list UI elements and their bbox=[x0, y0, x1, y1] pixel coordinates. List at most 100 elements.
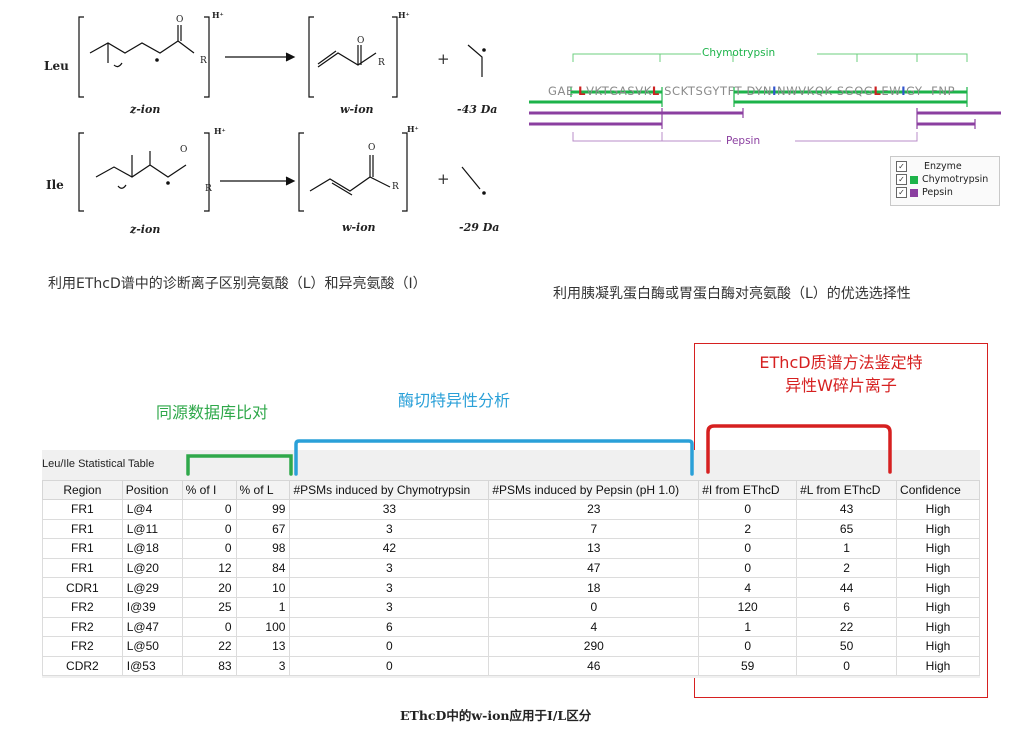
table-cell: 83 bbox=[181, 655, 237, 677]
seq-segment: EW bbox=[881, 84, 902, 98]
table-cell: 47 bbox=[488, 557, 700, 579]
pepsin-swatch bbox=[910, 188, 918, 197]
legend-item-pepsin[interactable]: ✓ Pepsin bbox=[891, 186, 999, 199]
sequence-text: GAE LVKTGASVKL SCKTSGYTFT DYNINWVKQK SGQ… bbox=[531, 70, 955, 112]
table-cell: 120 bbox=[698, 596, 798, 618]
table-cell: 22 bbox=[796, 616, 898, 638]
chymotrypsin-swatch bbox=[910, 175, 918, 184]
seq-leucine: L bbox=[651, 84, 660, 98]
bottom-caption: EThcD中的w-ion应用于I/L区分 bbox=[400, 708, 592, 723]
ile-w-oxygen: O bbox=[368, 143, 376, 153]
table-cell: 1 bbox=[235, 596, 291, 618]
table-cell: 6 bbox=[796, 596, 898, 618]
table-cell: 22 bbox=[181, 636, 237, 657]
table-cell: 6 bbox=[289, 616, 490, 638]
checkbox-icon[interactable]: ✓ bbox=[896, 187, 907, 198]
seq-segment: SCKTSGYTFT DYN bbox=[659, 84, 773, 98]
table-cell: 99 bbox=[235, 499, 291, 520]
table-cell: 3 bbox=[289, 557, 490, 579]
chymotrypsin-bracket bbox=[572, 53, 968, 62]
column-header[interactable]: #L from EThcD bbox=[796, 480, 898, 500]
column-header[interactable]: % of I bbox=[181, 480, 237, 500]
table-cell: 0 bbox=[181, 616, 237, 638]
leu-z-charge: H⁺ bbox=[212, 10, 224, 20]
column-header[interactable]: Position bbox=[121, 480, 183, 500]
table-cell: 0 bbox=[289, 636, 490, 657]
column-header[interactable]: Confidence bbox=[896, 480, 980, 500]
leu-label: Leu bbox=[44, 59, 69, 73]
column-header[interactable]: Region bbox=[42, 480, 123, 500]
leu-w-oxygen: O bbox=[357, 36, 365, 46]
legend-item-chymotrypsin[interactable]: ✓ Chymotrypsin bbox=[891, 173, 999, 186]
column-header[interactable]: % of L bbox=[235, 480, 291, 500]
table-title: Leu/Ile Statistical Table bbox=[42, 458, 155, 470]
table-cell: 0 bbox=[698, 636, 798, 657]
seq-segment: GAE bbox=[548, 84, 579, 98]
table-cell: FR2 bbox=[42, 636, 123, 657]
legend-label: Chymotrypsin bbox=[922, 174, 989, 185]
seq-isoleucine: I bbox=[772, 84, 778, 98]
homolog-annotation: 同源数据库比对 bbox=[156, 403, 269, 422]
table-cell: High bbox=[896, 499, 980, 520]
table-cell: High bbox=[896, 577, 980, 598]
table-cell: CDR1 bbox=[42, 577, 123, 598]
legend-item-enzyme[interactable]: ✓ Enzyme bbox=[891, 160, 999, 173]
table-cell: 0 bbox=[796, 655, 898, 677]
leu-w-skeleton bbox=[317, 45, 377, 68]
checkbox-icon[interactable]: ✓ bbox=[896, 174, 907, 185]
leu-ile-table-panel: Leu/Ile Statistical Table Region Positio… bbox=[42, 450, 980, 678]
table-cell: I@53 bbox=[121, 655, 183, 677]
table-header-row: Region Position % of I % of L #PSMs indu… bbox=[42, 480, 980, 500]
table-cell: FR2 bbox=[42, 596, 123, 618]
ile-radical bbox=[461, 166, 481, 190]
table-cell: FR1 bbox=[42, 557, 123, 579]
ile-plus: + bbox=[437, 170, 450, 188]
leu-mass-loss: -43 Da bbox=[457, 103, 498, 116]
column-header[interactable]: #PSMs induced by Chymotrypsin bbox=[289, 480, 490, 500]
ethcd-annotation-line2: 异性W碎片离子 bbox=[785, 376, 897, 395]
table-cell: 0 bbox=[488, 596, 700, 618]
table-cell: 98 bbox=[235, 538, 291, 559]
table-cell: 3 bbox=[289, 596, 490, 618]
seq-segment: VKTGASVK bbox=[586, 84, 652, 98]
fragmentation-scheme bbox=[78, 16, 486, 212]
chemistry-caption: 利用EThcD谱中的诊断离子区别亮氨酸（L）和异亮氨酸（I） bbox=[48, 276, 427, 292]
ile-z-skeleton bbox=[95, 151, 187, 178]
table-cell: 0 bbox=[181, 499, 237, 520]
table-cell: 13 bbox=[488, 538, 700, 559]
legend-label: Pepsin bbox=[922, 187, 953, 198]
ile-w-charge: H⁺ bbox=[407, 124, 419, 134]
chymotrypsin-bracket-label: Chymotrypsin bbox=[702, 47, 776, 59]
column-header[interactable]: #I from EThcD bbox=[698, 480, 798, 500]
leu-w-r: R bbox=[378, 58, 385, 68]
ile-z-oxygen: O bbox=[180, 145, 188, 155]
ile-w-skeleton bbox=[309, 155, 391, 196]
table-cell: FR1 bbox=[42, 538, 123, 559]
seq-segment: GY FNP bbox=[906, 84, 956, 98]
table-cell: 1 bbox=[698, 616, 798, 638]
table-cell: FR1 bbox=[42, 518, 123, 540]
table-cell: 33 bbox=[289, 499, 490, 520]
ethcd-annotation: EThcD质谱方法鉴定特 异性W碎片离子 bbox=[694, 351, 988, 397]
chymotrypsin-ticks bbox=[570, 87, 968, 107]
table-cell: 10 bbox=[235, 577, 291, 598]
leu-z-bracket-right bbox=[204, 16, 210, 98]
column-header[interactable]: #PSMs induced by Pepsin (pH 1.0) bbox=[488, 480, 700, 500]
ile-z-r: R bbox=[205, 184, 212, 194]
table-cell: 23 bbox=[488, 499, 700, 520]
table-cell: High bbox=[896, 636, 980, 657]
table-cell: High bbox=[896, 655, 980, 677]
checkbox-icon[interactable]: ✓ bbox=[896, 161, 907, 172]
table-cell: 7 bbox=[488, 518, 700, 540]
ile-z-charge: H⁺ bbox=[214, 126, 226, 136]
table-cell: 3 bbox=[289, 518, 490, 540]
